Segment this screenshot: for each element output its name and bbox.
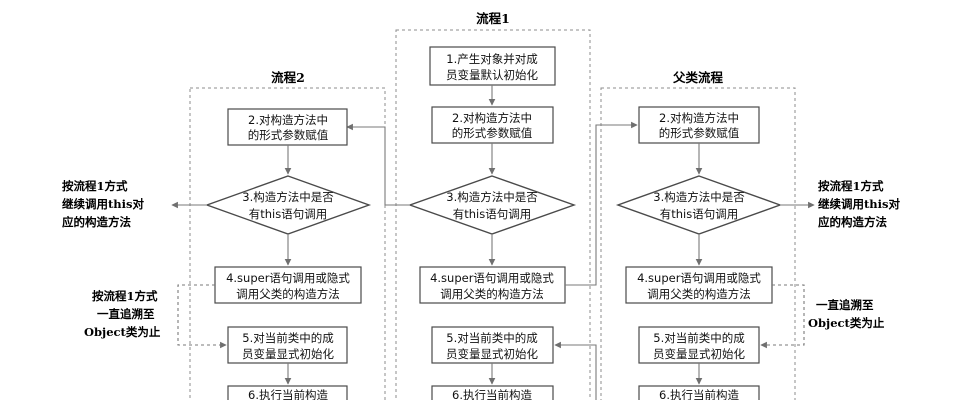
right-this-note-line3: 应的构造方法: [818, 215, 887, 229]
right-this-note: 按流程1方式 继续调用this对 应的构造方法: [818, 179, 901, 229]
flow2-step5-line2: 员变量显式初始化: [242, 347, 334, 361]
flow1-title: 流程1: [476, 11, 510, 26]
flow1-step4-box: 4.super语句调用或隐式 调用父类的构造方法: [419, 266, 566, 304]
left-this-note-line3: 应的构造方法: [62, 215, 131, 229]
parent-step5-line2: 员变量显式初始化: [653, 347, 745, 361]
parent-step5-box: 5.对当前类中的成 员变量显式初始化: [638, 326, 760, 364]
parent-return-to-flow1-step5: [554, 341, 597, 400]
flow1-step5-box: 5.对当前类中的成 员变量显式初始化: [431, 326, 554, 364]
left-this-note: 按流程1方式 继续调用this对 应的构造方法: [62, 179, 145, 229]
flow2-step5-line1: 5.对当前类中的成: [242, 331, 334, 345]
right-super-note: 一直追溯至 Object类为止: [808, 298, 885, 330]
flow2-step6-line1: 6.执行当前构造: [248, 388, 328, 400]
flow1-step1-line2: 员变量默认初始化: [446, 68, 538, 82]
flow1-step1-box: 1.产生对象并对成 员变量默认初始化: [429, 46, 556, 86]
right-this-note-line2: 继续调用this对: [818, 197, 901, 211]
parent-step2-line1: 2.对构造方法中: [659, 111, 739, 125]
flow1-to-parent-arrow: [565, 121, 638, 286]
left-this-note-line2: 继续调用this对: [62, 197, 145, 211]
flow1-step1-line1: 1.产生对象并对成: [446, 52, 538, 66]
flow2-step3-line2: 有this语句调用: [249, 207, 327, 221]
flow1-step3-line1: 3.构造方法中是否: [446, 190, 538, 204]
parent-step6-box: 6.执行当前构造: [638, 385, 760, 400]
parent-flow-frame: [600, 87, 796, 400]
parent-step2-line2: 的形式参数赋值: [659, 126, 740, 140]
right-this-note-line1: 按流程1方式: [818, 179, 884, 193]
left-super-note: 按流程1方式 一直追溯至 Object类为止: [84, 289, 161, 339]
flow1-step3-line2: 有this语句调用: [453, 207, 531, 221]
parent-step3-line2: 有this语句调用: [660, 207, 738, 221]
parent-step6-line1: 6.执行当前构造: [659, 388, 739, 400]
flow1-step6-line1: 6.执行当前构造: [452, 388, 532, 400]
parent-step4-line1: 4.super语句调用或隐式: [637, 271, 761, 285]
parent-step5-line1: 5.对当前类中的成: [653, 331, 745, 345]
parent-super-dashed-arrow: [760, 284, 805, 349]
flow2-frame: [189, 87, 386, 400]
flow2-step3-diamond: 3.构造方法中是否 有this语句调用: [204, 175, 372, 235]
flow1-frame: [395, 29, 591, 400]
flow1-step2-box: 2.对构造方法中 的形式参数赋值: [431, 106, 554, 144]
flow1-step2-line1: 2.对构造方法中: [452, 111, 532, 125]
flow1-to-flow2-arrow: [346, 123, 410, 206]
flow1-step4-line2: 调用父类的构造方法: [440, 287, 544, 301]
flow1-step4-line1: 4.super语句调用或隐式: [430, 271, 554, 285]
flow1-step3-diamond: 3.构造方法中是否 有this语句调用: [407, 175, 577, 235]
flow2-step4-box: 4.super语句调用或隐式 调用父类的构造方法: [214, 266, 362, 304]
parent-step2-box: 2.对构造方法中 的形式参数赋值: [638, 106, 760, 144]
flow1-step5-line2: 员变量显式初始化: [446, 347, 538, 361]
parent-step3-diamond: 3.构造方法中是否 有this语句调用: [615, 175, 783, 235]
flow2-title: 流程2: [271, 70, 305, 85]
flow2-step5-box: 5.对当前类中的成 员变量显式初始化: [227, 326, 348, 364]
right-super-note-line1: 一直追溯至: [816, 298, 874, 312]
parent-flow-title: 父类流程: [672, 70, 724, 85]
right-super-note-line2: Object类为止: [808, 316, 885, 330]
left-this-note-line1: 按流程1方式: [62, 179, 128, 193]
flow2-step4-line2: 调用父类的构造方法: [236, 287, 340, 301]
flow2-step2-box: 2.对构造方法中 的形式参数赋值: [227, 108, 348, 146]
parent-step4-line2: 调用父类的构造方法: [647, 287, 751, 301]
parent-step4-box: 4.super语句调用或隐式 调用父类的构造方法: [625, 266, 773, 304]
flow2-step6-box: 6.执行当前构造: [227, 385, 348, 400]
left-super-note-line1: 按流程1方式: [92, 289, 158, 303]
flow1-step5-line1: 5.对当前类中的成: [446, 331, 538, 345]
flow1-step2-line2: 的形式参数赋值: [452, 126, 533, 140]
left-super-note-line2: 一直追溯至: [97, 307, 155, 321]
flow2-step2-line1: 2.对构造方法中: [248, 113, 328, 127]
flow2-step2-line2: 的形式参数赋值: [248, 128, 329, 142]
flow2-step3-line1: 3.构造方法中是否: [242, 190, 334, 204]
flow2-super-dashed-arrow: [177, 284, 227, 349]
left-super-note-line3: Object类为止: [84, 325, 161, 339]
flow2-step4-line1: 4.super语句调用或隐式: [226, 271, 350, 285]
flow1-step6-box: 6.执行当前构造: [431, 385, 554, 400]
parent-step3-line1: 3.构造方法中是否: [653, 190, 745, 204]
